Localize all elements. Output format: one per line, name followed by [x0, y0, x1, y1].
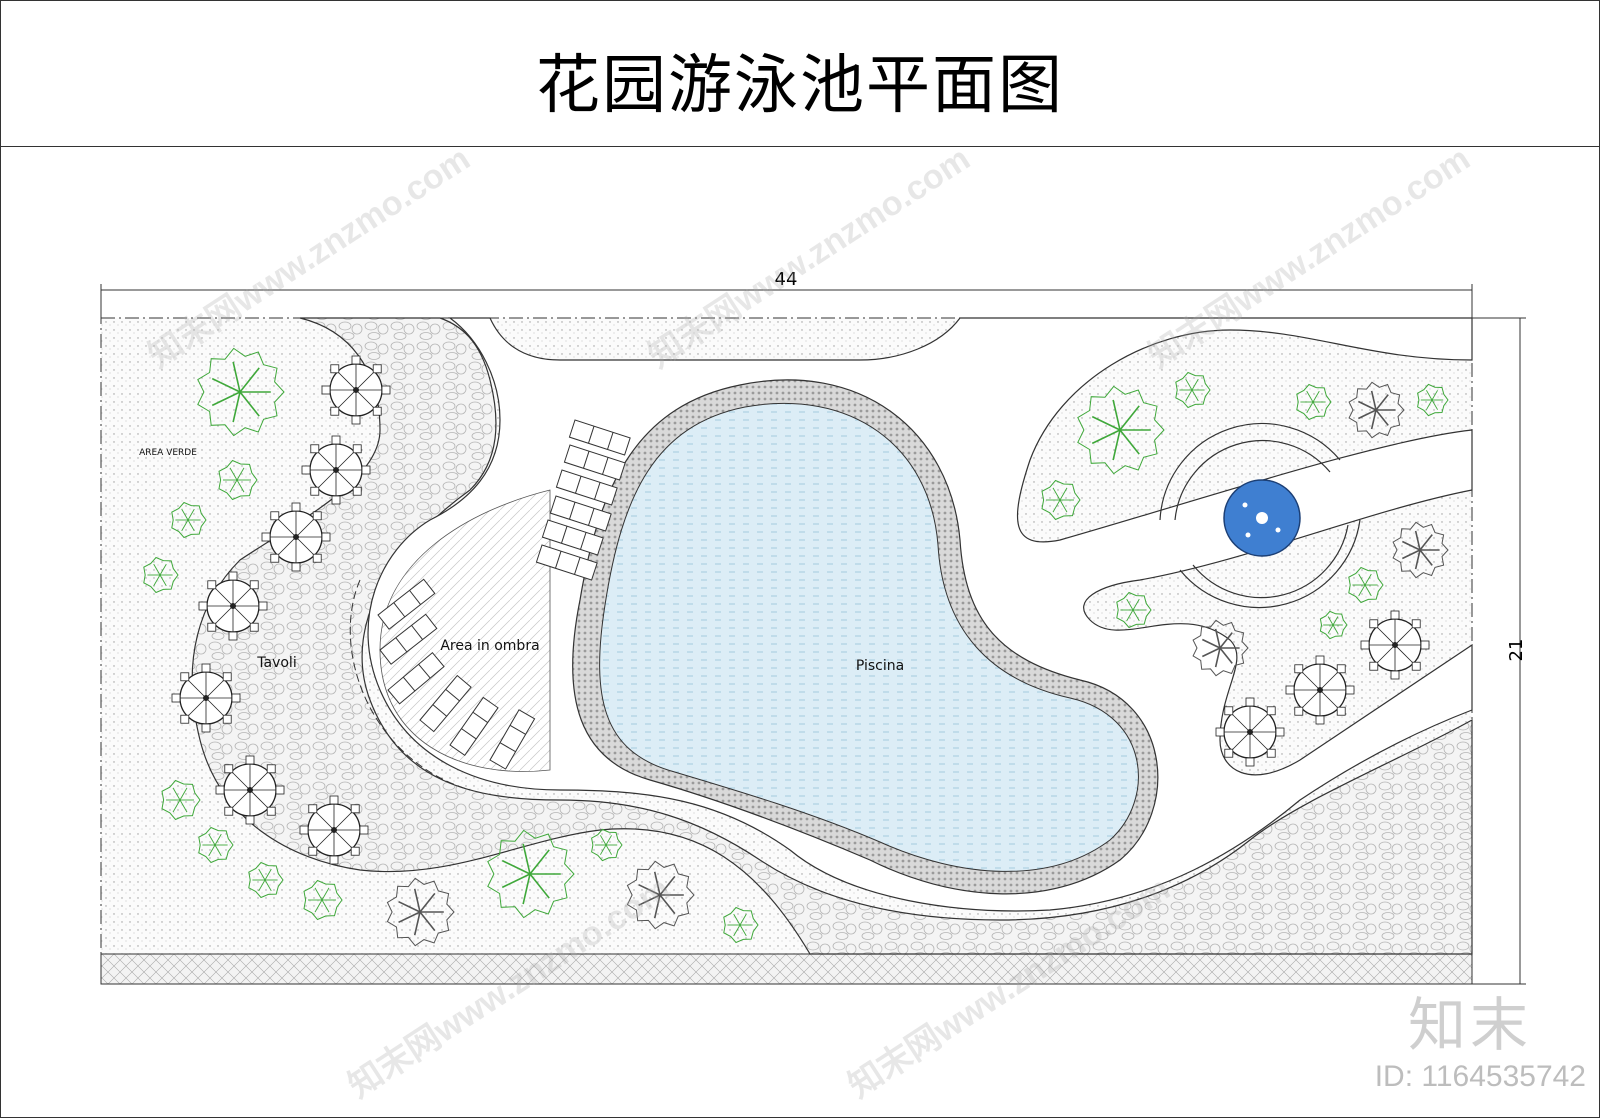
tree	[197, 347, 285, 437]
sun-lounger	[419, 674, 472, 733]
sun-lounger	[377, 578, 436, 630]
sun-lounger	[387, 652, 445, 705]
table-umbrella	[321, 355, 391, 425]
sun-lounger	[449, 696, 499, 757]
sun-lounger	[563, 444, 626, 481]
tree	[218, 459, 258, 501]
tree	[591, 828, 623, 862]
table-umbrella	[198, 571, 268, 641]
table-umbrella	[299, 795, 369, 865]
dimension-width	[100, 284, 1473, 318]
tree	[1417, 383, 1449, 417]
width-label: 44	[775, 269, 798, 290]
tree	[1296, 383, 1332, 421]
height-label: 21	[1506, 639, 1527, 662]
brick-strip	[100, 953, 1473, 985]
pool-water	[599, 402, 1139, 872]
table-umbrella	[215, 755, 285, 825]
table-umbrella	[301, 435, 371, 505]
shade-edge	[349, 579, 471, 791]
table-umbrella	[171, 663, 241, 733]
sun-loungers	[377, 419, 631, 770]
title-block	[0, 0, 1600, 147]
stone-paving	[191, 317, 1473, 955]
sun-lounger	[489, 709, 536, 770]
tree	[1116, 591, 1152, 629]
tree	[161, 779, 201, 821]
tree	[171, 501, 207, 539]
shade-area-label: Area in ombra	[440, 638, 539, 654]
sun-lounger	[555, 469, 618, 506]
tree	[1319, 610, 1348, 640]
green-area-label: AREA VERDE	[139, 448, 197, 458]
tables-label: Tavoli	[256, 655, 296, 671]
tree	[626, 860, 695, 930]
table-umbrella	[261, 502, 331, 572]
tree	[487, 829, 575, 919]
fountain	[1159, 423, 1361, 609]
tree	[1192, 619, 1249, 677]
sun-lounger	[541, 519, 604, 556]
table-umbrella	[1285, 655, 1355, 725]
image-id: ID: 1164535742	[1374, 1060, 1586, 1093]
drawing-title: 花园游泳池平面图	[536, 49, 1064, 123]
table-umbrella	[1215, 697, 1285, 767]
tree	[143, 556, 179, 594]
tree	[198, 826, 234, 864]
table-umbrella	[1360, 610, 1430, 680]
table-umbrellas	[171, 355, 1430, 865]
tree	[1348, 381, 1405, 439]
garden-trees	[143, 347, 1449, 947]
sun-lounger	[549, 495, 612, 532]
pool-label: Piscina	[856, 658, 904, 674]
tree	[1077, 385, 1165, 475]
sun-lounger	[379, 613, 438, 665]
tree	[1392, 521, 1449, 579]
sun-lounger	[535, 544, 598, 581]
tree	[386, 877, 455, 947]
tree	[1348, 566, 1384, 604]
dimension-height	[1472, 317, 1526, 985]
tree	[248, 861, 284, 899]
sun-lounger	[568, 419, 631, 456]
tree	[1175, 371, 1211, 409]
tree	[303, 879, 343, 921]
tree	[723, 906, 759, 944]
brand-logo-text: 知末	[1407, 991, 1532, 1059]
tree	[1041, 479, 1081, 521]
